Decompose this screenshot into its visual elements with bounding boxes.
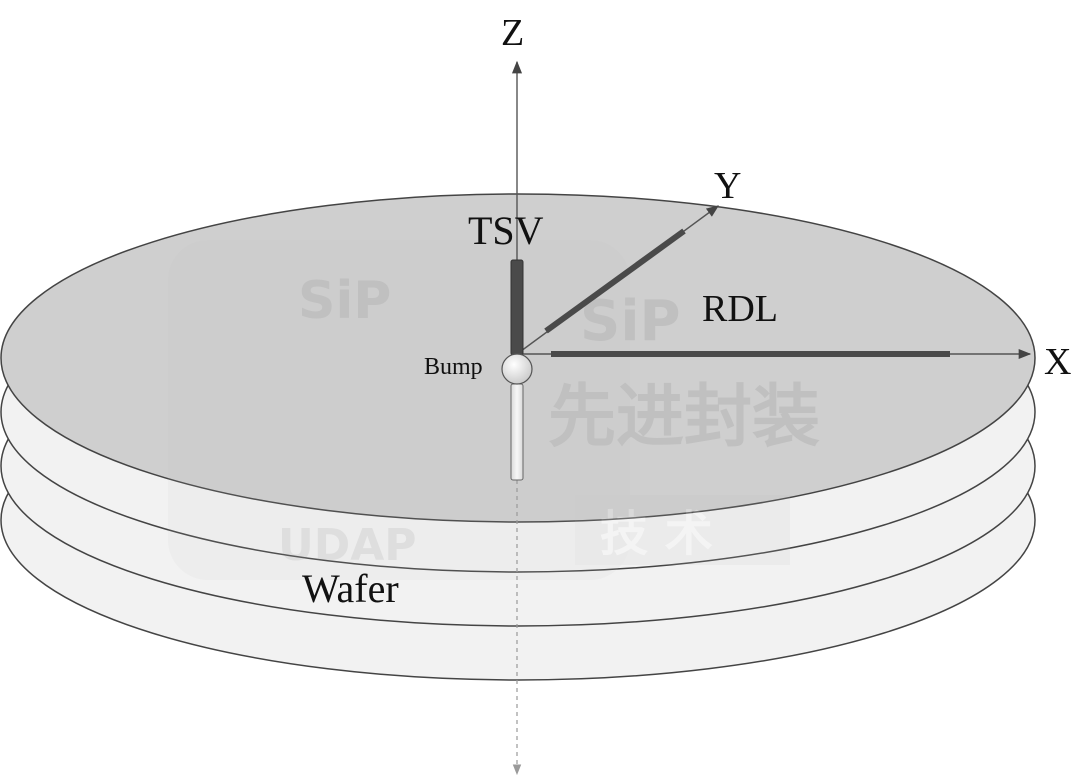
x-axis-label: X bbox=[1044, 341, 1071, 383]
bump bbox=[501, 353, 533, 385]
watermark-sip-logo: SiP bbox=[298, 271, 391, 331]
watermark-sub-box bbox=[575, 495, 790, 565]
watermark-chinese-sub: 技 术 bbox=[600, 506, 713, 562]
z-axis-label: Z bbox=[501, 12, 524, 54]
tsv-lower bbox=[510, 383, 524, 481]
rdl-y-conductor bbox=[544, 228, 686, 334]
tsv-upper bbox=[510, 259, 524, 356]
y-axis-label: Y bbox=[714, 165, 741, 207]
bump-label: Bump bbox=[424, 354, 483, 380]
watermark-brand: UDAP bbox=[278, 520, 417, 571]
tsv-label: TSV bbox=[468, 208, 544, 253]
watermark-chinese-title: 先进封装 bbox=[548, 378, 820, 457]
rdl-label: RDL bbox=[702, 288, 778, 330]
wafer-label: Wafer bbox=[302, 566, 399, 611]
watermark-sip-text: SiP bbox=[580, 289, 681, 354]
